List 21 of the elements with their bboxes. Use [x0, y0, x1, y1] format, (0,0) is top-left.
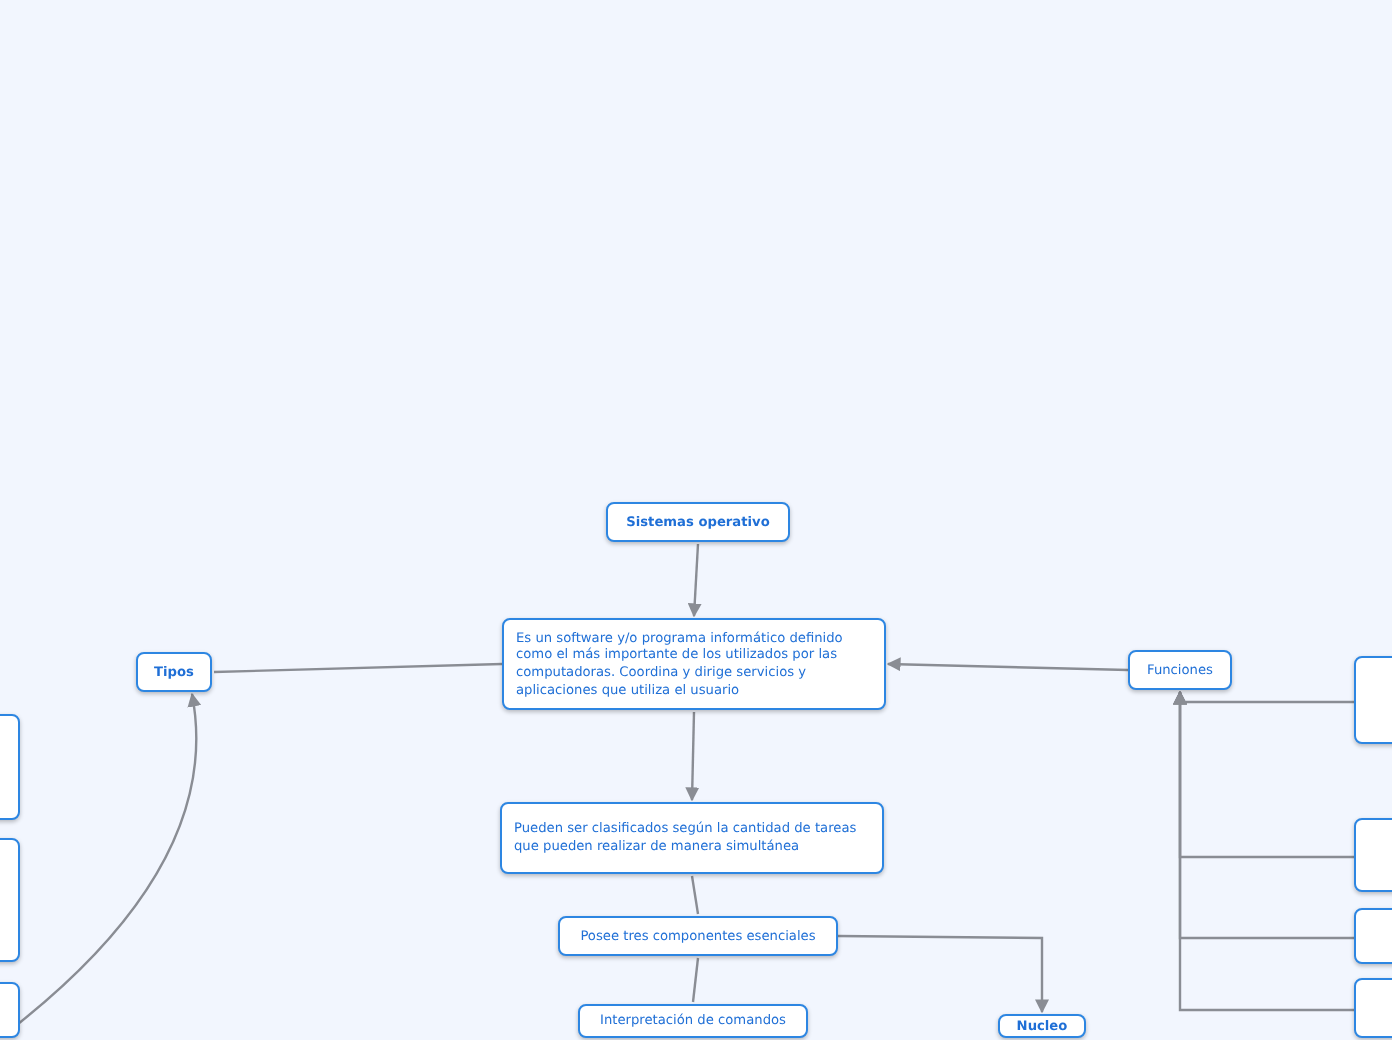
topic-box — [1128, 650, 1232, 690]
connector-line — [691, 957, 700, 1003]
arrow — [838, 934, 1049, 1014]
arrow — [886, 657, 1129, 672]
arrow — [687, 543, 702, 618]
title-box — [606, 502, 790, 542]
topic-box — [998, 1014, 1086, 1038]
topic-box — [578, 1004, 808, 1038]
topic-box — [1354, 818, 1392, 892]
connector-line — [690, 875, 700, 915]
arrow — [685, 711, 700, 802]
topic-box — [136, 652, 212, 692]
topic-box — [558, 916, 838, 956]
topic-box — [1354, 908, 1392, 964]
topic-box — [1354, 656, 1392, 744]
description-box — [502, 618, 886, 710]
connector-line — [213, 662, 503, 674]
description-box — [500, 802, 884, 874]
topic-box — [1354, 978, 1392, 1038]
arrow — [1173, 690, 1354, 1012]
arrow — [17, 692, 201, 1025]
